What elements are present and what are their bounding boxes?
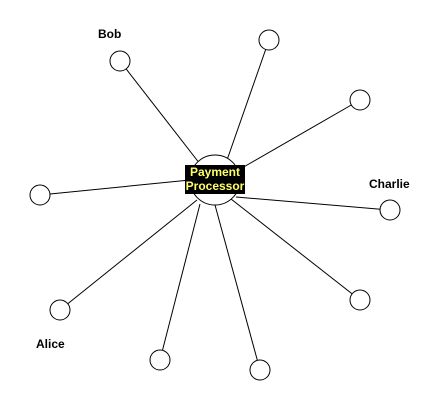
edge-top-right-1 bbox=[226, 39, 270, 161]
label-charlie: Charlie bbox=[369, 177, 410, 191]
edge-bottom-center bbox=[159, 203, 201, 361]
node-top-right-2[interactable] bbox=[349, 89, 371, 111]
edges bbox=[39, 39, 391, 371]
node-alice[interactable] bbox=[49, 299, 71, 321]
edge-left bbox=[39, 179, 191, 196]
label-bob: Bob bbox=[98, 27, 121, 41]
edge-bob bbox=[119, 60, 201, 165]
node-bob[interactable] bbox=[109, 50, 131, 72]
leaf-nodes bbox=[29, 29, 401, 381]
hub-label-line1: Payment bbox=[190, 165, 240, 179]
node-top-right-1[interactable] bbox=[258, 29, 280, 51]
leaf-labels: Bob Charlie Alice bbox=[36, 27, 410, 351]
edge-charlie bbox=[235, 196, 391, 211]
label-alice: Alice bbox=[36, 337, 65, 351]
edge-bottom-right bbox=[214, 204, 261, 371]
node-charlie[interactable] bbox=[379, 199, 401, 221]
hub-label: Payment Processor bbox=[185, 165, 245, 194]
edge-top-right-2 bbox=[234, 99, 361, 173]
node-bottom-right[interactable] bbox=[249, 359, 271, 381]
hub-label-background bbox=[185, 165, 245, 194]
edge-right-lower bbox=[230, 198, 361, 301]
hub-label-line2: Processor bbox=[186, 179, 245, 193]
node-right-lower[interactable] bbox=[349, 289, 371, 311]
node-left[interactable] bbox=[29, 184, 51, 206]
edge-alice bbox=[59, 199, 198, 311]
node-bottom-center[interactable] bbox=[149, 349, 171, 371]
